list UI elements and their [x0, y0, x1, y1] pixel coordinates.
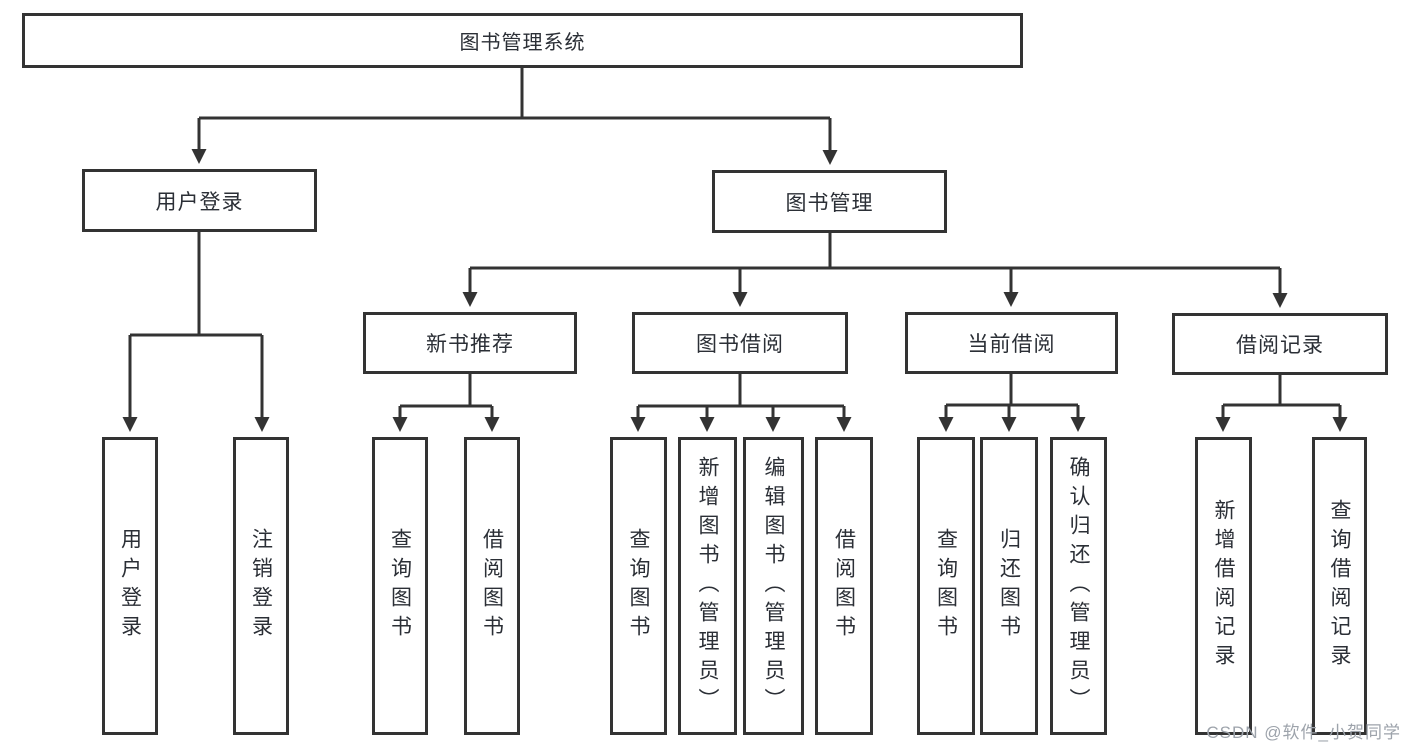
leaf-query-books-current: 查询图书 [917, 437, 975, 735]
leaf-borrow-books-recommend: 借阅图书 [464, 437, 520, 735]
node-user-login: 用户登录 [82, 169, 317, 232]
leaf-add-borrow-record: 新增借阅记录 [1195, 437, 1252, 735]
csdn-watermark: CSDN @软件_小贺同学 [1206, 723, 1401, 742]
leaf-borrow-books: 借阅图书 [815, 437, 873, 735]
node-new-book-recommend: 新书推荐 [363, 312, 577, 374]
leaf-add-books-admin: 新增图书（管理员） [678, 437, 737, 735]
leaf-query-books-borrow: 查询图书 [610, 437, 667, 735]
node-book-management: 图书管理 [712, 170, 947, 233]
leaf-user-login: 用户登录 [102, 437, 158, 735]
node-library-management-system: 图书管理系统 [22, 13, 1023, 68]
leaf-edit-books-admin: 编辑图书（管理员） [743, 437, 804, 735]
leaf-query-borrow-record: 查询借阅记录 [1312, 437, 1367, 735]
node-borrow-record: 借阅记录 [1172, 313, 1388, 375]
node-current-borrow: 当前借阅 [905, 312, 1118, 374]
leaf-query-books-recommend: 查询图书 [372, 437, 428, 735]
leaf-logout: 注销登录 [233, 437, 289, 735]
node-book-borrow: 图书借阅 [632, 312, 848, 374]
leaf-confirm-return-admin: 确认归还（管理员） [1050, 437, 1107, 735]
leaf-return-books: 归还图书 [980, 437, 1038, 735]
